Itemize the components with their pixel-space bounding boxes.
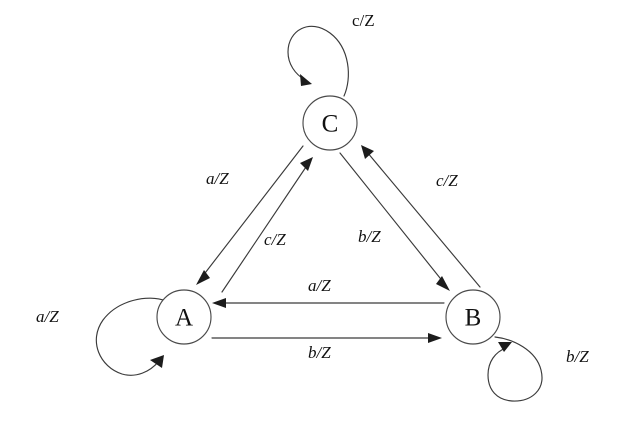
edge-label-b-self: b/Z — [566, 347, 589, 366]
edge-label-a-to-c: c/Z — [264, 230, 286, 249]
a-self-loop-path — [95, 297, 167, 376]
b-to-c-arrowhead — [361, 145, 374, 159]
edge-c-to-b — [339, 152, 450, 291]
node-B-label: B — [465, 305, 482, 332]
c-to-a-arrowhead — [196, 270, 210, 285]
edge-label-a-self: a/Z — [36, 307, 59, 326]
b-to-a-arrowhead — [212, 298, 226, 308]
edge-label-c-to-a: a/Z — [206, 169, 229, 188]
node-B[interactable]: B — [445, 289, 501, 345]
edge-a-to-c — [221, 157, 313, 293]
edge-c-to-a — [196, 145, 304, 285]
c-to-b-line — [339, 152, 445, 284]
node-A-circle[interactable] — [156, 289, 212, 345]
c-self-loop-arrowhead — [300, 74, 312, 86]
edge-label-c-self: c/Z — [352, 11, 375, 30]
a-to-c-arrowhead — [300, 157, 313, 171]
c-to-b-arrowhead — [436, 276, 450, 291]
edge-c-self-loop — [287, 25, 349, 97]
edge-a-to-b — [211, 333, 442, 343]
node-A[interactable]: A — [156, 289, 212, 345]
a-to-b-arrowhead — [428, 333, 442, 343]
b-self-loop-arrowhead — [498, 342, 512, 352]
edge-b-self-loop — [487, 336, 543, 402]
edge-a-self-loop — [95, 297, 167, 376]
b-self-loop-path — [487, 336, 543, 402]
node-A-label: A — [175, 305, 193, 332]
edge-label-b-to-c: c/Z — [436, 171, 458, 190]
edge-label-c-to-b: b/Z — [358, 227, 381, 246]
edge-b-to-c — [361, 145, 481, 288]
edge-label-b-to-a: a/Z — [308, 276, 331, 295]
edge-b-to-a — [212, 298, 445, 308]
b-to-c-line — [366, 151, 481, 288]
node-B-circle[interactable] — [445, 289, 501, 345]
node-C[interactable]: C — [302, 95, 358, 151]
node-C-circle[interactable] — [302, 95, 358, 151]
edge-label-a-to-b: b/Z — [308, 343, 331, 362]
node-C-label: C — [322, 111, 339, 138]
c-to-a-line — [201, 145, 304, 278]
a-self-loop-arrowhead — [150, 355, 164, 368]
c-self-loop-path — [287, 25, 349, 97]
a-to-c-line — [221, 163, 309, 293]
